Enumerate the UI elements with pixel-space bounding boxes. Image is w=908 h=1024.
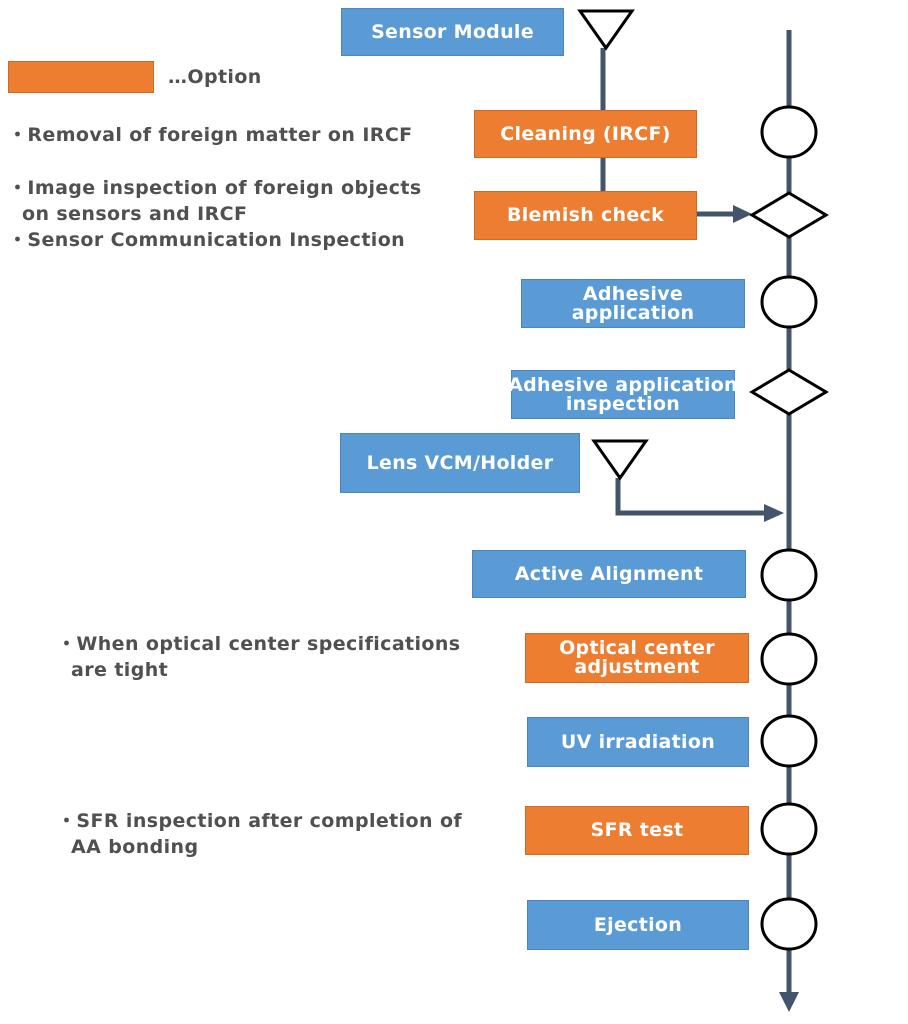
step-adhesive-inspection: Adhesive application inspection [508,370,738,419]
inspection-diamond [749,368,829,416]
process-circle [760,802,818,856]
legend-option-swatch [8,61,154,93]
step-sensor-module: Sensor Module [341,8,564,56]
lens-vcm-start-triangle [591,439,649,481]
step-lens-vcm-holder: Lens VCM/Holder [340,433,580,493]
step-cleaning: Cleaning (IRCF) [474,110,697,158]
step-adhesive-application: Adhesive application [521,279,745,328]
note-sfr: ・SFR inspection after completion of AA b… [57,810,463,858]
blemish-merge-arrowhead [733,205,752,223]
sensor-module-start-triangle [577,9,635,51]
step-blemish-check: Blemish check [474,191,697,240]
main-flow-arrowhead [779,992,799,1012]
process-circle [760,714,818,768]
process-circle [760,105,818,159]
note-cleaning: ・Removal of foreign matter on IRCF [8,124,413,146]
process-circle [760,275,818,329]
step-uv-irradiation: UV irradiation [527,717,749,767]
inspection-diamond [749,191,829,239]
step-sfr-test: SFR test [525,806,749,855]
step-active-alignment: Active Alignment [472,550,746,598]
process-circle [760,548,818,602]
step-optical-center: Optical center adjustment [525,633,749,683]
step-ejection: Ejection [527,900,749,950]
process-circle [760,897,818,951]
note-optical-center: ・When optical center specifications are … [57,633,461,681]
process-circle [760,632,818,686]
note-blemish: ・Image inspection of foreign objects on … [8,177,422,251]
lens-branch-line [615,478,768,516]
lens-merge-arrowhead [764,504,784,522]
legend-option-label: …Option [168,66,262,88]
